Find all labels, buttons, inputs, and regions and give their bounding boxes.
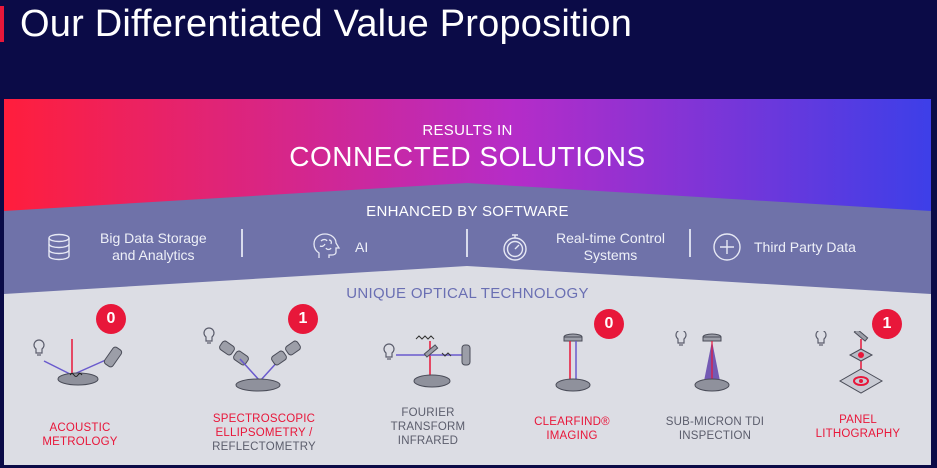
value-pyramid: RESULTS IN CONNECTED SOLUTIONS ENHANCED … [4, 99, 931, 465]
optical-band [4, 266, 931, 465]
tech-panel-lithography: PANEL LITHOGRAPHY [798, 413, 918, 441]
tech-clearfind-imaging: CLEARFIND® IMAGING [512, 415, 632, 443]
page-title: Our Differentiated Value Proposition [20, 3, 633, 45]
software-item-big-data: Big Data Storage and Analytics [44, 227, 207, 267]
count-badge: 0 [96, 304, 126, 334]
software-item-third-party: Third Party Data [712, 227, 856, 267]
optical-heading: UNIQUE OPTICAL TECHNOLOGY [346, 285, 589, 302]
tech-label-line: SPECTROSCOPIC [212, 413, 316, 425]
pyramid-background [4, 99, 931, 465]
tech-label-line: SUB-MICRON TDI [665, 416, 765, 428]
results-in-label: RESULTS IN [422, 122, 513, 139]
tech-label-line: CLEARFIND® [534, 416, 610, 428]
count-badge: 0 [594, 309, 624, 339]
tech-ftir: FOURIER TRANSFORM INFRARED [368, 406, 488, 448]
database-icon [48, 233, 70, 261]
software-item-label: AI [355, 238, 369, 255]
connected-solutions-heading: CONNECTED SOLUTIONS [289, 141, 646, 172]
stopwatch-icon [503, 234, 527, 261]
count-badge: 1 [288, 304, 318, 334]
plus-circle-icon [713, 233, 741, 261]
tech-tdi-inspection: SUB-MICRON TDI INSPECTION [650, 415, 780, 443]
tech-acoustic-metrology: ACOUSTIC METROLOGY [20, 421, 140, 449]
tech-label-line: TRANSFORM [390, 421, 466, 433]
tech-label-line: PANEL [839, 414, 877, 426]
brain-icon [313, 233, 341, 258]
software-item-ai: AI [311, 227, 368, 267]
tech-label-line: ACOUSTIC [49, 422, 111, 434]
ftir-illustration [383, 335, 471, 388]
software-item-label: and Analytics [112, 247, 195, 263]
tdi-inspection-illustration [675, 331, 730, 392]
software-item-realtime: Real-time Control Systems [500, 227, 665, 267]
tech-label-line: INFRARED [397, 435, 459, 447]
software-item-label: Systems [583, 247, 638, 263]
software-item-label: Third Party Data [754, 238, 856, 255]
software-divider [689, 229, 691, 257]
title-accent-bar [0, 6, 4, 42]
tech-label-line: IMAGING [546, 430, 598, 442]
tech-spectroscopic-ellipsometry: SPECTROSCOPIC ELLIPSOMETRY / REFLECTOMET… [194, 412, 334, 454]
acoustic-metrology-illustration [33, 339, 123, 386]
ellipsometry-illustration [203, 327, 301, 392]
tech-label-line: FOURIER [401, 407, 455, 419]
count-badge: 1 [872, 309, 902, 339]
software-item-label: Real-time Control [556, 230, 665, 246]
tech-label-line: INSPECTION [678, 430, 752, 442]
software-heading: ENHANCED BY SOFTWARE [366, 203, 569, 220]
tech-label-line: METROLOGY [42, 436, 118, 448]
software-divider [466, 229, 468, 257]
clearfind-illustration [555, 333, 591, 392]
tech-label-line: ELLIPSOMETRY / [215, 427, 313, 439]
software-divider [241, 229, 243, 257]
tech-label-line: LITHOGRAPHY [815, 428, 901, 440]
tech-label-line: REFLECTOMETRY [212, 441, 316, 453]
panel-lithography-illustration [815, 331, 884, 394]
software-item-label: Big Data Storage [100, 230, 207, 246]
